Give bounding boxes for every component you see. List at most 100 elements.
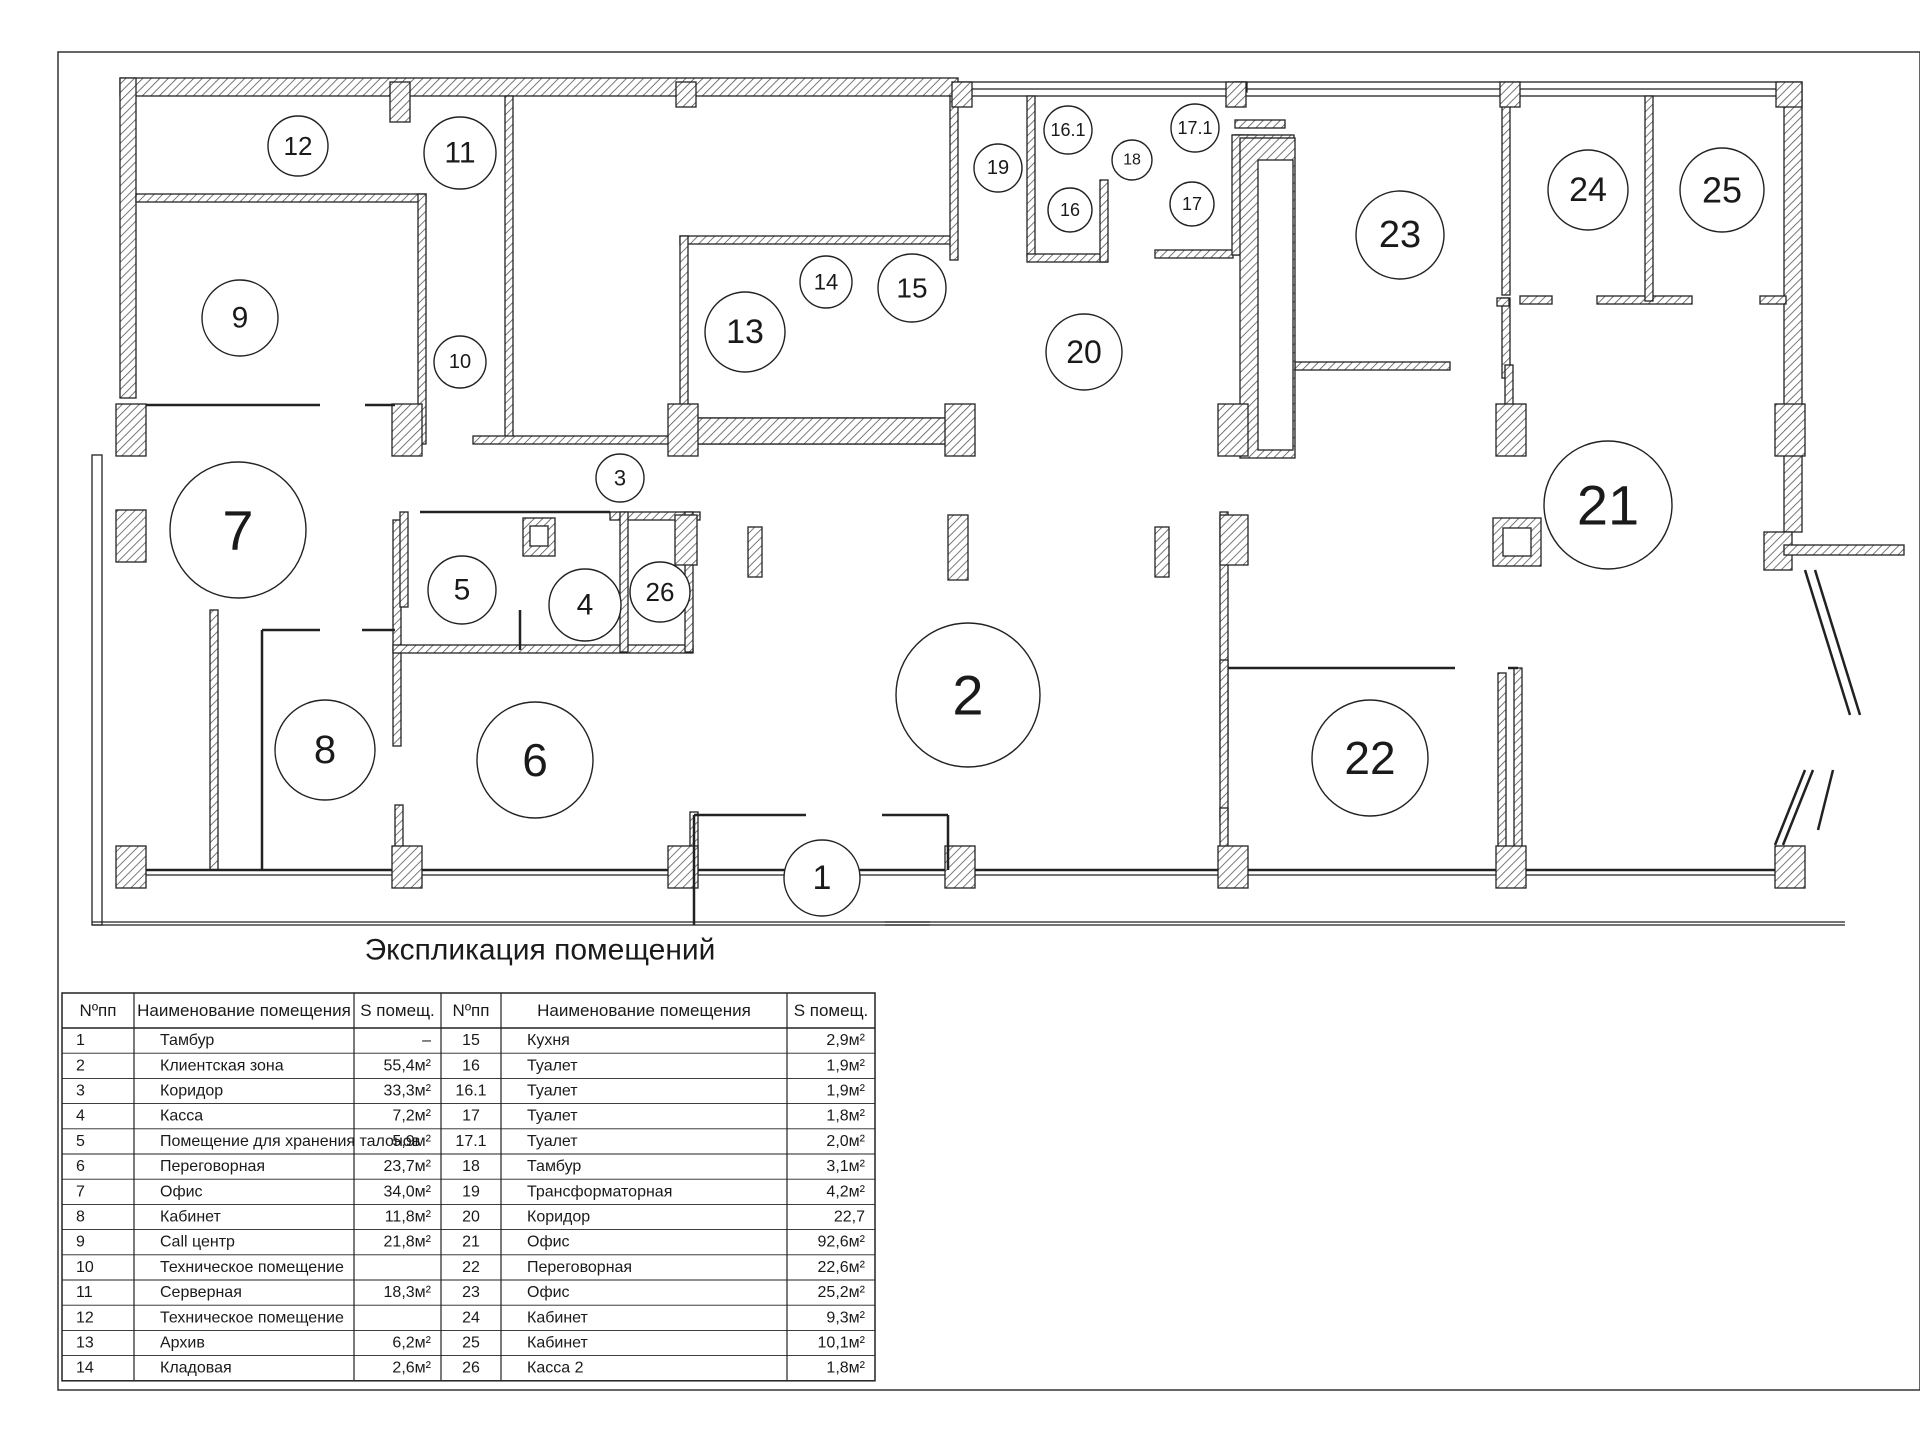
table-cell-r-area: 1,9м² [826, 1057, 865, 1074]
room-number: 16 [1060, 200, 1080, 220]
room-label-19: 19 [973, 143, 1023, 193]
room-label-5: 5 [427, 555, 497, 625]
room-label-24: 24 [1547, 149, 1629, 231]
table-cell-l-name: Помещение для хранения талонов [160, 1133, 420, 1150]
room-number: 11 [444, 137, 475, 170]
table-cell-l-area: 5,9м² [392, 1133, 431, 1150]
table-cell-l-name: Офис [160, 1183, 203, 1200]
room-label-3: 3 [595, 453, 645, 503]
table-cell-l-no: 7 [76, 1183, 85, 1200]
table-cell-r-area: 1,8м² [826, 1360, 865, 1377]
room-label-8: 8 [274, 699, 376, 801]
table-cell-r-area: 25,2м² [818, 1284, 866, 1301]
table-frame [61, 992, 876, 1382]
room-label-circle [169, 461, 307, 599]
table-cell-r-area: 3,1м² [826, 1158, 865, 1175]
room-number: 26 [646, 577, 675, 607]
table-cell-l-area: 23,7м² [384, 1158, 432, 1175]
table-cell-l-area: 2,6м² [392, 1360, 431, 1377]
outer-walls [119, 77, 1803, 533]
room-label-2: 2 [895, 622, 1041, 768]
table-cell-l-area: 34,0м² [384, 1183, 432, 1200]
room-label-1: 1 [783, 839, 861, 917]
room-label-circle [1355, 190, 1445, 280]
table-cell-l-area: 18,3м² [384, 1284, 432, 1301]
room-number: 13 [726, 313, 764, 351]
table-cell-l-no: 4 [76, 1108, 85, 1125]
room-label-circle [1047, 187, 1093, 233]
room-label-circle [1169, 181, 1215, 227]
table-cell-l-name: Техническое помещение [160, 1259, 344, 1276]
room-label-circle [427, 555, 497, 625]
room-label-21: 21 [1543, 440, 1673, 570]
table-cell-r-no: 16 [462, 1057, 480, 1074]
table-cell-r-no: 18 [462, 1158, 480, 1175]
table-cell-l-no: 14 [76, 1360, 94, 1377]
room-label-25: 25 [1679, 147, 1765, 233]
room-number: 7 [222, 499, 253, 562]
room-number: 23 [1379, 214, 1421, 256]
room-number: 2 [952, 664, 983, 727]
table-cell-r-no: 24 [462, 1309, 480, 1326]
table-cell-l-no: 1 [76, 1032, 85, 1049]
table-cell-r-name: Касса 2 [527, 1360, 584, 1377]
table-cell-r-no: 15 [462, 1032, 480, 1049]
room-label-circle [1679, 147, 1765, 233]
room-label-circle [595, 453, 645, 503]
table-cell-r-area: 4,2м² [826, 1183, 865, 1200]
room-number: 3 [614, 466, 626, 491]
table-cell-l-no: 3 [76, 1083, 85, 1100]
table-cell-r-area: 22,7 [834, 1209, 865, 1226]
table-cell-l-name: Клиентская зона [160, 1057, 284, 1074]
table-cell-l-name: Тамбур [160, 1032, 214, 1049]
room-number: 4 [577, 589, 594, 622]
room-label-circle [629, 561, 691, 623]
room-number: 8 [314, 728, 336, 772]
table-cell-r-area: 1,8м² [826, 1108, 865, 1125]
room-label-circle [1547, 149, 1629, 231]
room-number: 17.1 [1177, 118, 1212, 138]
room-label-circle [1045, 313, 1123, 391]
room-label-circle [1170, 103, 1220, 153]
table-cell-r-no: 25 [462, 1335, 480, 1352]
room-number: 16.1 [1050, 120, 1085, 140]
room-number: 6 [522, 734, 548, 786]
room-label-12: 12 [267, 115, 329, 177]
room-label-circle [1111, 139, 1153, 181]
table-cell-l-name: Архив [160, 1335, 205, 1352]
table-cell-l-name: Call центр [160, 1234, 235, 1251]
room-label-circle [274, 699, 376, 801]
explication-caption: Экспликация помещений [365, 934, 716, 967]
room-label-4: 4 [548, 568, 622, 642]
room-label-circle [423, 116, 497, 190]
room-label-9: 9 [201, 279, 279, 357]
floor-plan: 1234567891011121314151616.11717.11819202… [91, 77, 1905, 926]
table-cell-l-area: – [422, 1032, 431, 1049]
table-cell-l-name: Коридор [160, 1083, 223, 1100]
room-number: 18 [1123, 152, 1141, 169]
room-label-circle [1043, 105, 1093, 155]
table-cell-r-area: 10,1м² [818, 1335, 866, 1352]
room-label-circle [783, 839, 861, 917]
table-cell-l-no: 6 [76, 1158, 85, 1175]
table-cell-r-no: 20 [462, 1209, 480, 1226]
room-label-18: 18 [1111, 139, 1153, 181]
table-cell-r-name: Трансформаторная [527, 1183, 672, 1200]
table-cell-l-name: Кладовая [160, 1360, 232, 1377]
table-cell-r-no: 17 [462, 1108, 480, 1125]
drawing-frame [57, 51, 1920, 1391]
room-number: 22 [1344, 732, 1395, 784]
room-number: 12 [284, 131, 313, 161]
room-label-circle [895, 622, 1041, 768]
room-number: 10 [449, 351, 471, 373]
table-cell-r-area: 92,6м² [818, 1234, 866, 1251]
table-cell-r-name: Кабинет [527, 1335, 589, 1352]
table-cell-l-name: Касса [160, 1108, 203, 1125]
room-label-circle [799, 255, 853, 309]
table-cell-l-area: 7,2м² [392, 1108, 431, 1125]
room-number: 1 [813, 859, 832, 897]
table-header-cell: Nºпп [453, 1001, 490, 1020]
